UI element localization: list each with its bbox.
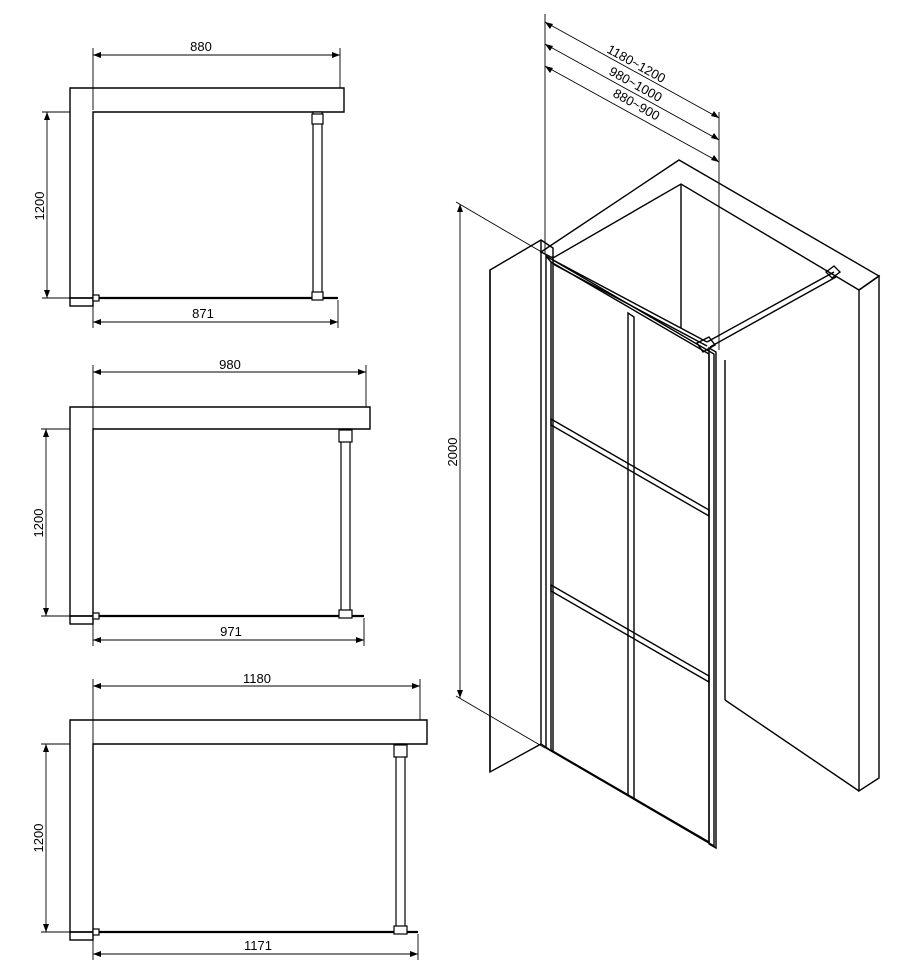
- depth-label-3: 1200: [31, 824, 46, 853]
- plan-view-880: 880 1200 871: [32, 39, 345, 328]
- inner-label-971: 971: [220, 624, 242, 639]
- width-label-880: 880: [190, 39, 212, 54]
- plan-view-1180: 1180 1200 1171: [31, 671, 428, 960]
- inner-label-871: 871: [192, 306, 214, 321]
- width-label-1180: 1180: [243, 671, 271, 686]
- depth-label-2: 1200: [31, 509, 46, 538]
- width-label-980: 980: [219, 357, 241, 372]
- isometric-view: 1180~1200 980~1000 880~900 2000: [445, 14, 881, 850]
- plan-view-980: 980 1200 971: [31, 357, 371, 646]
- inner-label-1171: 1171: [244, 938, 272, 953]
- depth-label-1: 1200: [32, 192, 47, 221]
- height-label-2000: 2000: [445, 438, 460, 467]
